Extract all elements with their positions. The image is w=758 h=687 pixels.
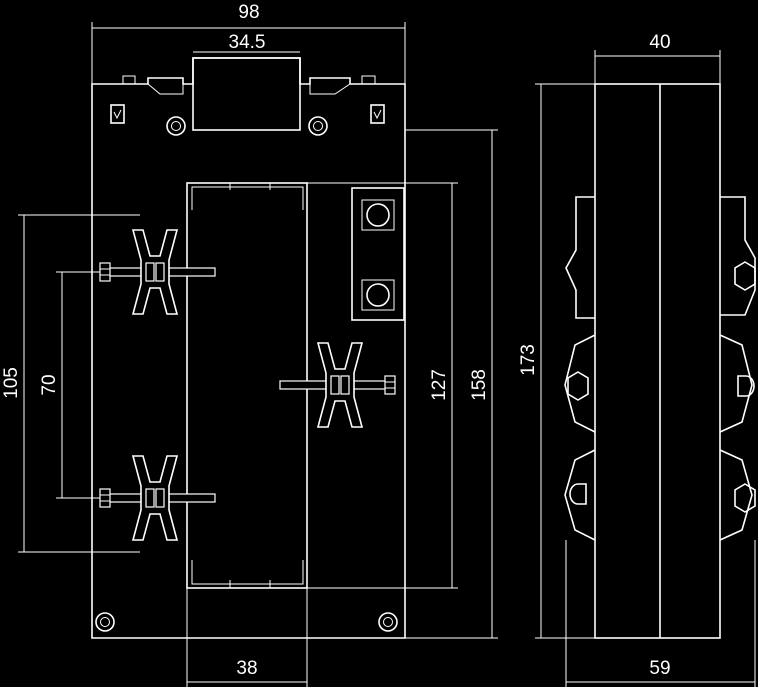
side-housing-outline — [594, 83, 721, 639]
terminal-block — [351, 187, 405, 321]
terminal-screw-lower-icon — [366, 283, 390, 307]
side-hex-nut-1-icon — [734, 261, 756, 291]
mounting-hole-top-left — [166, 116, 186, 136]
dim-inner-height-label: 158 — [469, 369, 490, 401]
primary-window-top — [192, 57, 301, 131]
primary-clamp-side — [279, 342, 396, 428]
dim-side-depth-top-label: 40 — [649, 32, 670, 53]
mounting-hole-bottom-right — [378, 612, 398, 632]
dim-side-depth-bottom-label: 59 — [649, 658, 670, 679]
primary-clamp-lower — [99, 455, 216, 541]
dim-overall-height-label: 173 — [518, 344, 539, 376]
side-hex-nut-2-icon — [567, 371, 589, 401]
dim-overall-width-label: 98 — [238, 2, 259, 23]
seal-icon-left — [110, 104, 125, 124]
dim-terminal-pitch-label: 70 — [39, 374, 60, 395]
dim-terminal-span-label: 105 — [1, 367, 22, 399]
side-view — [564, 83, 756, 639]
mounting-hole-bottom-left — [95, 612, 115, 632]
dim-window-height-label: 127 — [429, 369, 450, 401]
terminal-screw-upper-icon — [366, 203, 390, 227]
side-hex-nut-3-icon — [734, 483, 756, 513]
primary-clamp-upper — [99, 229, 216, 315]
side-d-nut-2-icon — [569, 483, 587, 505]
mounting-hole-top-right — [308, 116, 328, 136]
side-d-nut-1-icon — [737, 375, 755, 397]
seal-icon-right — [370, 104, 385, 124]
dim-bus-width-label: 38 — [236, 658, 257, 679]
dimension-lines — [18, 22, 756, 687]
dim-window-width-label: 34.5 — [229, 32, 266, 53]
front-view — [91, 57, 406, 639]
